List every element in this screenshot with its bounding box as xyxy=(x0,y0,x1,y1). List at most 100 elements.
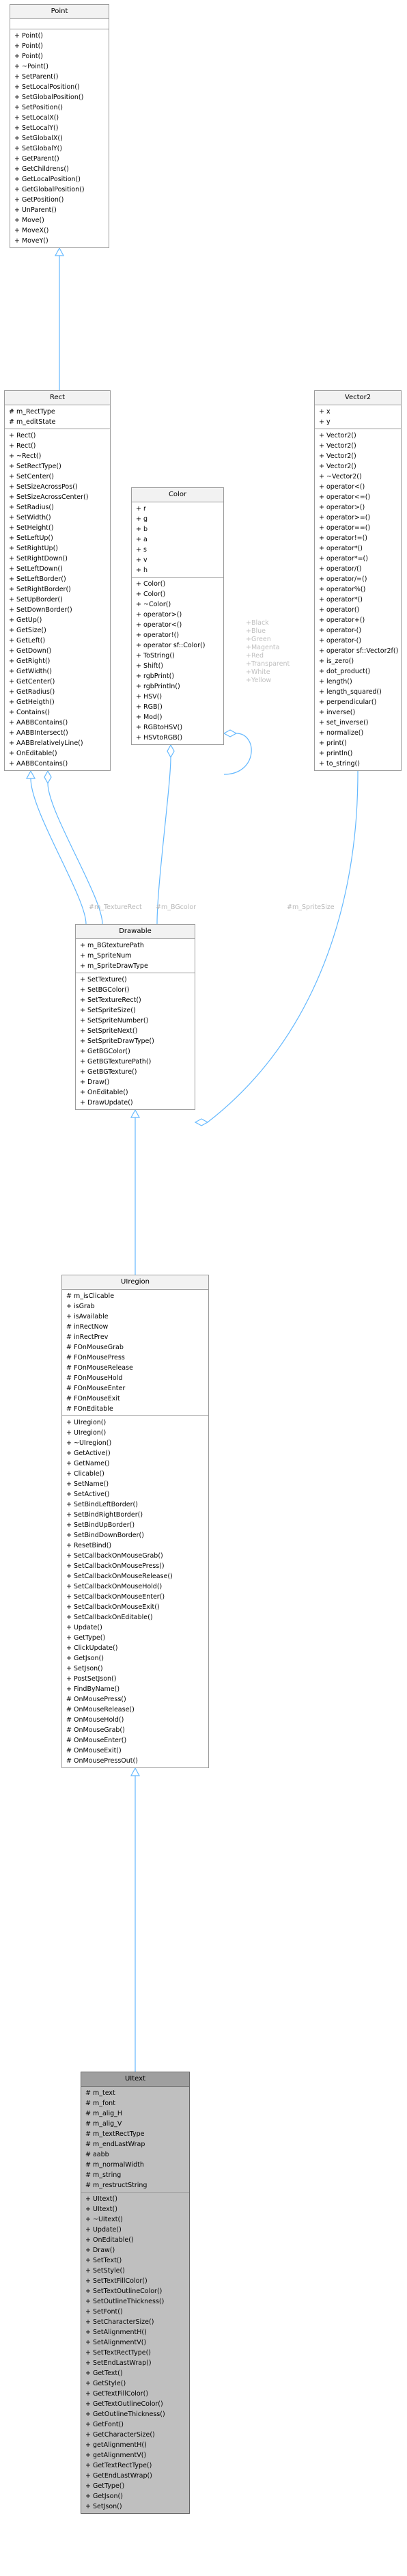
method-row[interactable]: + rgbPrint() xyxy=(136,673,175,680)
method-row[interactable]: + GetGlobalPosition() xyxy=(14,186,85,193)
attribute-row[interactable]: # m_RectType xyxy=(9,408,55,416)
method-row[interactable]: + SetCallbackOnMouseExit() xyxy=(66,1603,160,1611)
method-row[interactable]: + UnParent() xyxy=(14,206,57,214)
method-row[interactable]: + SetSpriteSize() xyxy=(80,1007,136,1014)
method-row[interactable]: + Vector2() xyxy=(319,432,356,439)
attribute-row[interactable]: # m_editState xyxy=(9,418,56,426)
attribute-row[interactable]: # m_endLastWrap xyxy=(85,2141,145,2148)
attribute-row[interactable]: # m_string xyxy=(85,2171,122,2179)
method-row[interactable]: + OnEditable() xyxy=(9,750,57,757)
method-row[interactable]: + GetTextOutlineColor() xyxy=(85,2400,163,2408)
method-row[interactable]: + SetAlignmentH() xyxy=(85,2329,147,2336)
method-row[interactable]: + UIregion() xyxy=(66,1419,107,1426)
method-row[interactable]: + SetRightUp() xyxy=(9,545,58,552)
method-row[interactable]: + SetOutlineThickness() xyxy=(85,2298,165,2305)
method-row[interactable]: + ~UItext() xyxy=(85,2216,123,2223)
method-row[interactable]: + MoveX() xyxy=(14,227,49,234)
method-row[interactable]: + ToString() xyxy=(136,652,175,660)
method-row[interactable]: + GetCenter() xyxy=(9,678,55,686)
method-row[interactable]: + GetPosition() xyxy=(14,196,64,204)
method-row[interactable]: + SetSizeAcrossPos() xyxy=(9,483,78,491)
method-row[interactable]: + operator*() xyxy=(319,545,363,552)
method-row[interactable]: + SetBindUpBorder() xyxy=(66,1521,135,1529)
method-row[interactable]: + SetLocalY() xyxy=(14,124,59,132)
attribute-row[interactable]: # inRectNow xyxy=(66,1323,109,1331)
method-row[interactable]: # OnMouseGrab() xyxy=(66,1726,125,1734)
method-row[interactable]: + GetEndLastWrap() xyxy=(85,2472,152,2480)
method-row[interactable]: + Vector2() xyxy=(319,463,356,470)
attribute-row[interactable]: + x xyxy=(319,408,331,416)
method-row[interactable]: + GetDown() xyxy=(9,647,52,655)
method-row[interactable]: + SetGlobalPosition() xyxy=(14,94,84,101)
method-row[interactable]: + SetAlignmentV() xyxy=(85,2339,147,2346)
method-row[interactable]: + SetTextFillColor() xyxy=(85,2277,148,2285)
method-row[interactable]: + RGBtoHSV() xyxy=(136,724,183,731)
attribute-row[interactable]: # inRectPrev xyxy=(66,1333,109,1341)
method-row[interactable]: + operator sf::Vector2f() xyxy=(319,647,399,655)
method-row[interactable]: + inverse() xyxy=(319,709,356,716)
attribute-row[interactable]: # FOnEditable xyxy=(66,1405,113,1413)
method-row[interactable]: + AABBContains() xyxy=(9,719,68,727)
method-row[interactable]: + Update() xyxy=(66,1624,102,1631)
method-row[interactable]: + GetType() xyxy=(85,2482,125,2490)
method-row[interactable]: + SetBGColor() xyxy=(80,986,130,994)
class-title[interactable]: Rect xyxy=(5,391,110,405)
method-row[interactable]: + operator>=() xyxy=(319,514,371,521)
method-row[interactable]: + SetLeftDown() xyxy=(9,565,63,573)
method-row[interactable]: + GetType() xyxy=(66,1634,106,1642)
class-title[interactable]: Drawable xyxy=(76,925,195,939)
attribute-row[interactable]: + g xyxy=(136,515,148,523)
attribute-row[interactable]: # FOnMouseGrab xyxy=(66,1344,124,1351)
method-row[interactable]: + PostSetJson() xyxy=(66,1675,117,1683)
attribute-row[interactable]: + m_SpriteDrawType xyxy=(80,962,148,970)
method-row[interactable]: + SetTextOutlineColor() xyxy=(85,2288,163,2295)
attribute-row[interactable]: + v xyxy=(136,556,148,564)
method-row[interactable]: + ClickUpdate() xyxy=(66,1644,118,1652)
method-row[interactable]: + SetWidth() xyxy=(9,514,51,521)
method-row[interactable]: # OnMouseEnter() xyxy=(66,1737,127,1744)
method-row[interactable]: + GetName() xyxy=(66,1460,110,1467)
method-row[interactable]: + GetChildrens() xyxy=(14,165,69,173)
attribute-row[interactable]: # m_restructString xyxy=(85,2182,148,2189)
method-row[interactable]: + SetCallbackOnMousePress() xyxy=(66,1562,165,1570)
class-color[interactable]: Color+ r+ g+ b+ a+ s+ v+ h+ Color()+ Col… xyxy=(131,487,224,745)
method-row[interactable]: + OnEditable() xyxy=(80,1089,128,1096)
method-row[interactable]: + operator!() xyxy=(136,632,180,639)
method-row[interactable]: + GetLeft() xyxy=(9,637,46,645)
method-row[interactable]: + operator() xyxy=(319,606,360,614)
attribute-row[interactable]: + s xyxy=(136,546,147,554)
method-row[interactable]: + GetRadius() xyxy=(9,688,55,696)
method-row[interactable]: + AABBrelativelyLine() xyxy=(9,740,83,747)
method-row[interactable]: + operator+() xyxy=(319,616,365,624)
method-row[interactable]: + HSV() xyxy=(136,693,163,701)
attribute-row[interactable]: # m_font xyxy=(85,2100,115,2107)
method-row[interactable]: + GetBGColor() xyxy=(80,1048,130,1055)
method-row[interactable]: + length() xyxy=(319,678,352,686)
method-row[interactable]: + GetRight() xyxy=(9,657,51,665)
method-row[interactable]: + print() xyxy=(319,740,347,747)
attribute-row[interactable]: + r xyxy=(136,505,146,513)
method-row[interactable]: + SetCallbackOnMouseEnter() xyxy=(66,1593,165,1601)
method-row[interactable]: + SetPosition() xyxy=(14,104,63,111)
method-row[interactable]: + SetRectType() xyxy=(9,463,61,470)
method-row[interactable]: + set_inverse() xyxy=(319,719,369,727)
method-row[interactable]: + SetDownBorder() xyxy=(9,606,72,614)
method-row[interactable]: + Vector2() xyxy=(319,452,356,460)
attribute-row[interactable]: # aabb xyxy=(85,2151,109,2158)
method-row[interactable]: + SetCallbackOnEditable() xyxy=(66,1614,153,1621)
method-row[interactable]: + GetSize() xyxy=(9,627,46,634)
method-row[interactable]: + DrawUpdate() xyxy=(80,1099,133,1107)
method-row[interactable]: + FindByName() xyxy=(66,1685,120,1693)
method-row[interactable]: # OnMouseHold() xyxy=(66,1716,124,1724)
attribute-row[interactable]: # m_alig_H xyxy=(85,2110,123,2117)
method-row[interactable]: + SetTextureRect() xyxy=(80,996,141,1004)
method-row[interactable]: + SetText() xyxy=(85,2257,122,2264)
method-row[interactable]: + GetStyle() xyxy=(85,2380,126,2387)
method-row[interactable]: + ~Color() xyxy=(136,601,171,608)
method-row[interactable]: + SetCenter() xyxy=(9,473,54,480)
method-row[interactable]: + SetCharacterSize() xyxy=(85,2318,154,2326)
method-row[interactable]: + to_string() xyxy=(319,760,360,768)
method-row[interactable]: + SetEndLastWrap() xyxy=(85,2359,152,2367)
class-uitext[interactable]: UItext# m_text# m_font# m_alig_H# m_alig… xyxy=(81,2072,190,2514)
method-row[interactable]: + AABBContains() xyxy=(9,760,68,768)
